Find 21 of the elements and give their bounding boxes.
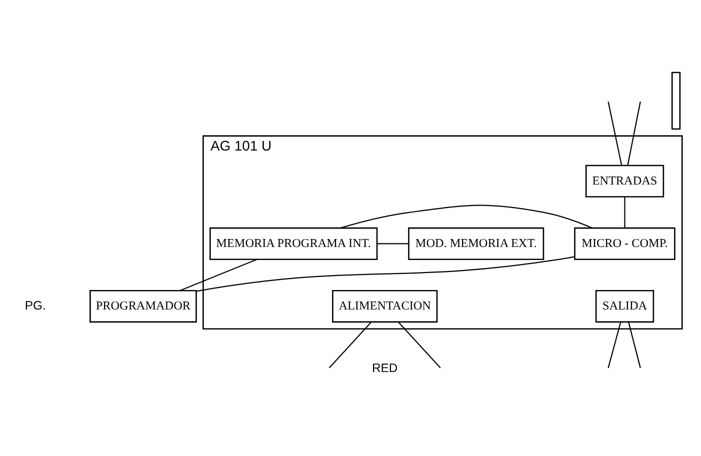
connector	[377, 242, 409, 244]
connector	[180, 258, 257, 291]
node-bar	[671, 71, 681, 130]
connector	[624, 196, 626, 228]
connector	[340, 204, 592, 228]
node-box: SALIDA	[595, 290, 654, 322]
label: RED	[372, 360, 398, 375]
node-box: ENTRADAS	[585, 164, 664, 197]
connector	[398, 321, 441, 368]
connector	[196, 256, 575, 292]
connector	[628, 322, 641, 368]
node-box: PROGRAMADOR	[90, 290, 197, 322]
node-label: PG.	[24, 298, 46, 312]
node-box: MEMORIA PROGRAMA INT.	[209, 226, 378, 260]
connector	[627, 101, 641, 165]
node-box: ALIMENTACION	[332, 290, 438, 322]
connector	[328, 321, 372, 368]
node-box: MICRO - COMP.	[574, 226, 676, 260]
connector	[608, 101, 622, 165]
node-box: MOD. MEMORIA EXT.	[408, 226, 544, 260]
connector	[608, 322, 622, 368]
